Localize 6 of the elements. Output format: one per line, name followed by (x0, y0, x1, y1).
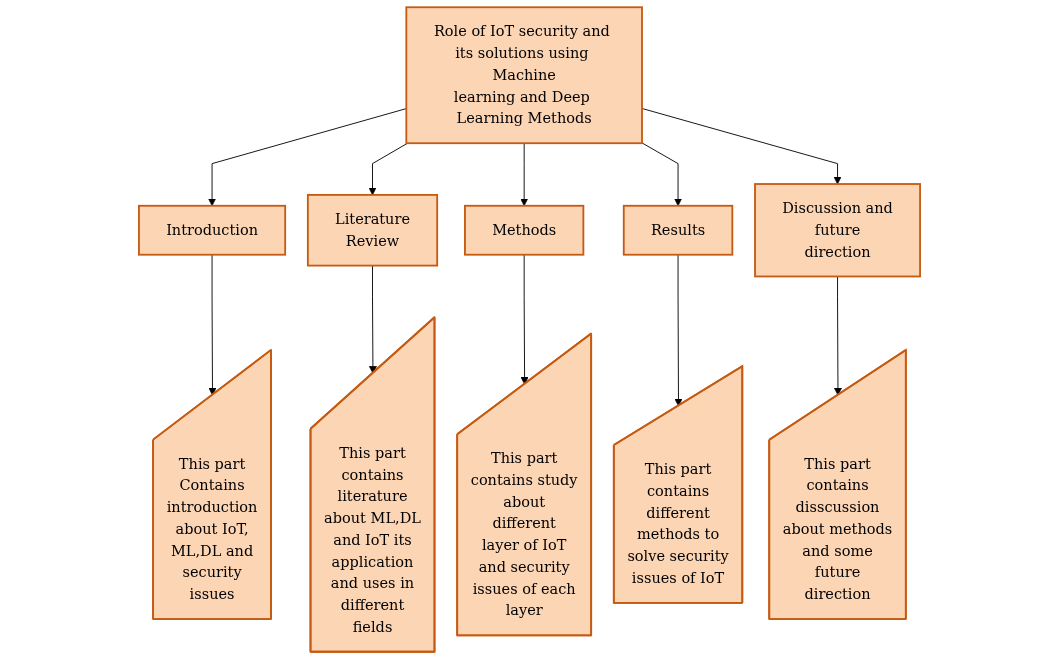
node-box: Literature Review (306, 194, 439, 267)
node-box: Methods (464, 204, 585, 256)
node-box: Role of IoT security and its solutions using Machine learning and Deep Learning Methods (405, 6, 643, 145)
node-box: Results (622, 204, 734, 256)
node-box: Discussion and future direction (754, 183, 921, 278)
node-box: Introduction (138, 204, 287, 256)
